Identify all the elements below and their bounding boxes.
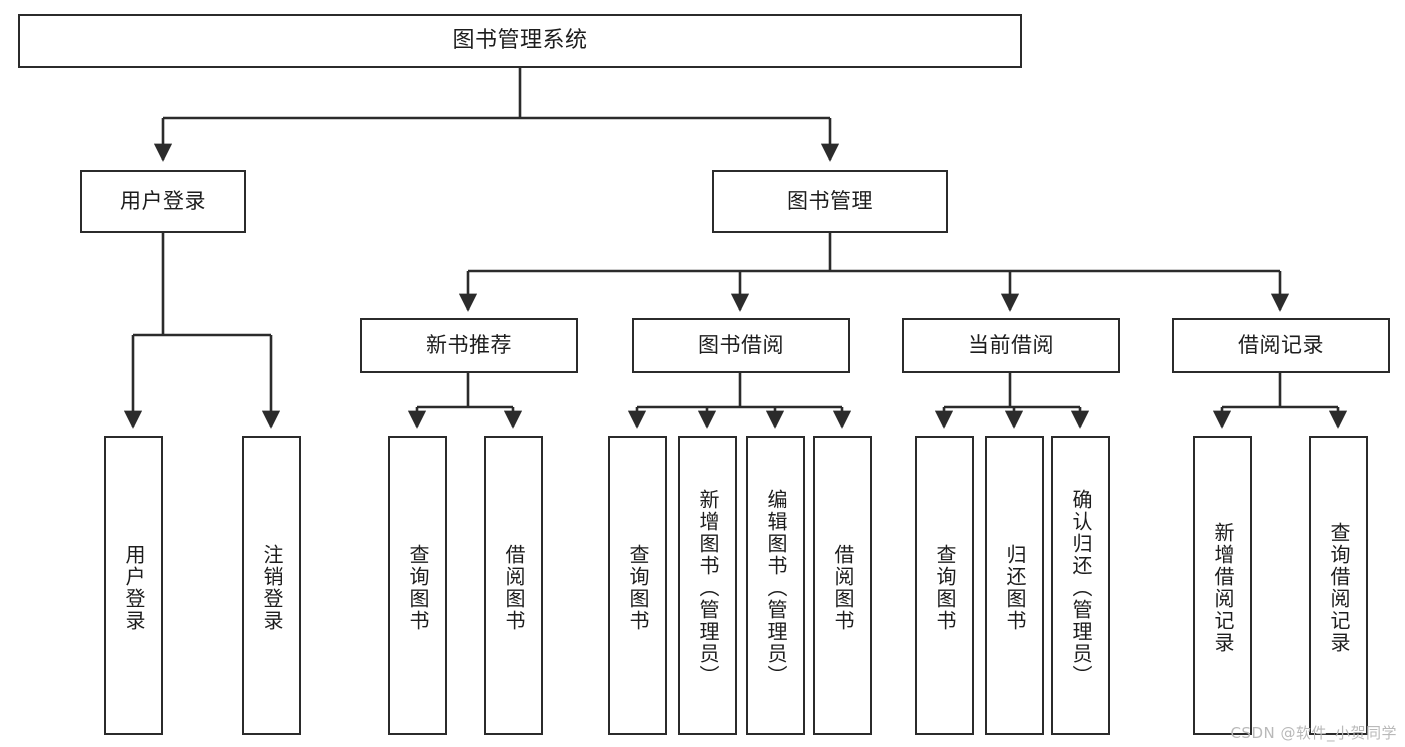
- node-label: 新书推荐: [426, 332, 512, 357]
- node-label: 确认归还（管理员）: [1069, 488, 1093, 687]
- node-leaf-borrow-book-1[interactable]: 借阅图书: [484, 436, 543, 735]
- node-leaf-query-book-3[interactable]: 查询图书: [915, 436, 974, 735]
- node-label: 查询图书: [406, 543, 430, 632]
- node-leaf-query-record[interactable]: 查询借阅记录: [1309, 436, 1368, 735]
- node-label: 查询图书: [626, 543, 650, 632]
- node-leaf-edit-book[interactable]: 编辑图书（管理员）: [746, 436, 805, 735]
- node-leaf-borrow-book-2[interactable]: 借阅图书: [813, 436, 872, 735]
- node-current-borrow[interactable]: 当前借阅: [902, 318, 1120, 373]
- node-leaf-query-book-2[interactable]: 查询图书: [608, 436, 667, 735]
- node-label: 用户登录: [120, 188, 206, 213]
- node-leaf-query-book-1[interactable]: 查询图书: [388, 436, 447, 735]
- node-label: 归还图书: [1003, 543, 1027, 632]
- node-label: 用户登录: [122, 543, 146, 632]
- node-label: 新增借阅记录: [1211, 521, 1235, 654]
- node-book-management[interactable]: 图书管理: [712, 170, 948, 233]
- node-leaf-return-book[interactable]: 归还图书: [985, 436, 1044, 735]
- node-label: 借阅图书: [831, 543, 855, 632]
- csdn-watermark: CSDN @软件_小贺同学: [1230, 724, 1397, 742]
- node-book-borrow[interactable]: 图书借阅: [632, 318, 850, 373]
- node-label: 图书管理: [787, 188, 873, 213]
- node-user-login[interactable]: 用户登录: [80, 170, 246, 233]
- node-label: 借阅图书: [502, 543, 526, 632]
- node-leaf-add-record[interactable]: 新增借阅记录: [1193, 436, 1252, 735]
- node-new-book-recommend[interactable]: 新书推荐: [360, 318, 578, 373]
- node-leaf-user-login[interactable]: 用户登录: [104, 436, 163, 735]
- node-leaf-add-book[interactable]: 新增图书（管理员）: [678, 436, 737, 735]
- node-label: 借阅记录: [1238, 332, 1324, 357]
- node-label: 当前借阅: [968, 332, 1054, 357]
- node-label: 编辑图书（管理员）: [764, 488, 788, 687]
- node-borrow-record[interactable]: 借阅记录: [1172, 318, 1390, 373]
- node-label: 查询图书: [933, 543, 957, 632]
- node-leaf-confirm-return[interactable]: 确认归还（管理员）: [1051, 436, 1110, 735]
- node-label: 图书借阅: [698, 332, 784, 357]
- node-label: 新增图书（管理员）: [696, 488, 720, 687]
- node-label: 查询借阅记录: [1327, 521, 1351, 654]
- node-label: 注销登录: [260, 543, 284, 632]
- node-leaf-logout-login[interactable]: 注销登录: [242, 436, 301, 735]
- node-label: 图书管理系统: [452, 27, 588, 53]
- node-root-book-management-system[interactable]: 图书管理系统: [18, 14, 1022, 68]
